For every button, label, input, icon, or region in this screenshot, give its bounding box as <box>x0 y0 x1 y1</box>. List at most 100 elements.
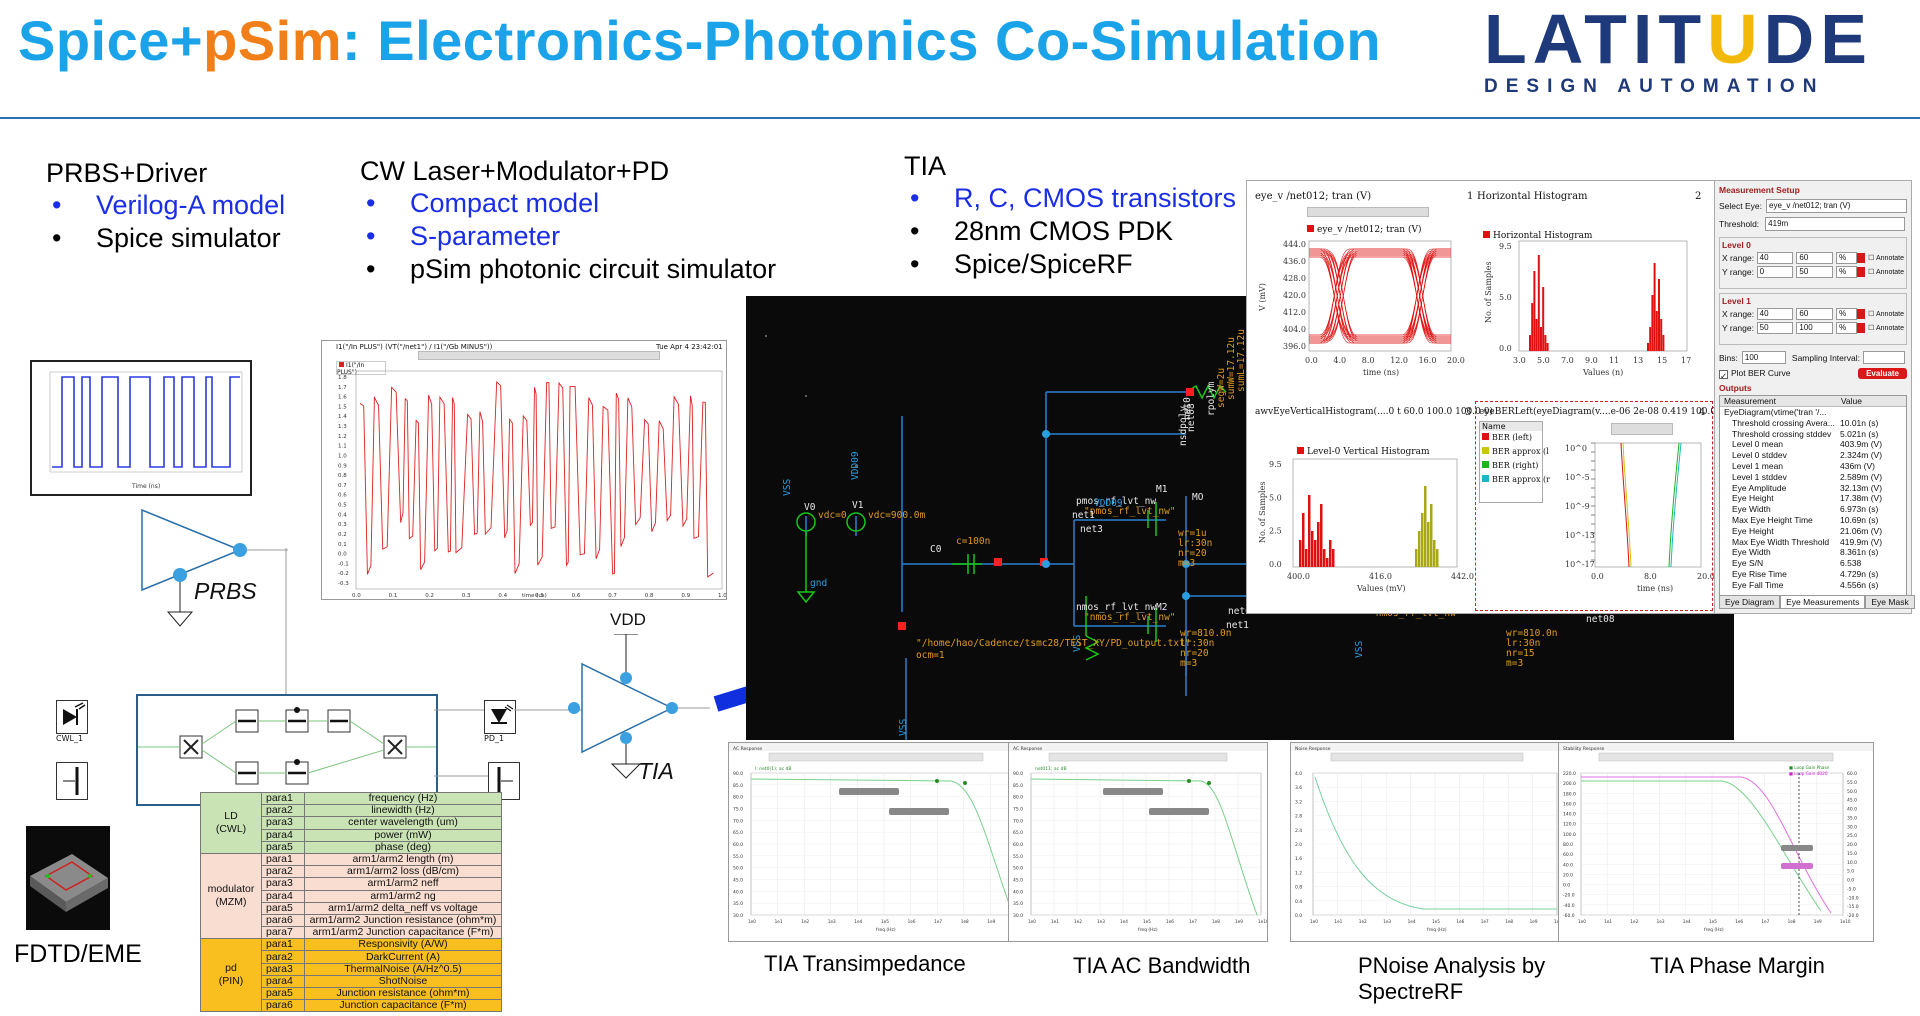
unit-dropdown-icon[interactable] <box>1857 253 1866 263</box>
xtick-label: 1e7 <box>1481 919 1489 924</box>
hh-title: Horizontal Histogram <box>1477 191 1588 202</box>
ber-ytick: 10^-9 <box>1565 502 1590 511</box>
xtick-label: 1e6 <box>1735 919 1743 924</box>
measurement-row[interactable]: EyeDiagram(vtime('tran '/... <box>1724 407 1827 417</box>
select-eye-dropdown[interactable]: eye_v /net012; tran (V) <box>1766 199 1907 213</box>
param-desc: Junction capacitance (F*m) <box>304 999 502 1013</box>
annotate-checkbox[interactable]: ☐ Annotate <box>1868 325 1905 332</box>
annotate-checkbox[interactable]: ☐ Annotate <box>1868 311 1905 318</box>
sampling-input[interactable] <box>1862 351 1905 364</box>
ytick-label: 20.0 <box>1563 872 1573 878</box>
cwl-label: CWL_1 <box>56 734 84 743</box>
range-input[interactable]: 50 <box>1796 266 1834 278</box>
hh-bar <box>1529 335 1531 351</box>
ytick-label: 65.0 <box>1013 830 1023 836</box>
tab-eye-mask[interactable]: Eye Mask <box>1865 595 1915 609</box>
panel-num-2: 2 <box>1695 191 1702 202</box>
schematic-label: net3 <box>1080 524 1103 535</box>
epam-icon <box>56 762 88 800</box>
logo-sub-text: DESIGN AUTOMATION <box>1484 76 1825 97</box>
unit-select[interactable]: % <box>1836 266 1858 278</box>
range-input[interactable]: 0 <box>1756 266 1794 278</box>
bullet-item: •28nm CMOS PDK <box>910 216 1174 246</box>
unit-select[interactable]: % <box>1836 308 1858 320</box>
range-input[interactable]: 40 <box>1756 308 1794 320</box>
ytick-label: 75.0 <box>1013 807 1023 813</box>
hh-bar <box>1660 319 1663 351</box>
vh-ytick: 0.0 <box>1269 560 1282 569</box>
tab-eye-diagram[interactable]: Eye Diagram <box>1719 595 1781 609</box>
bullet-item: •pSim photonic circuit simulator <box>366 254 777 284</box>
param-key: para5 <box>261 901 305 915</box>
unit-dropdown-icon[interactable] <box>1857 323 1866 333</box>
range-input[interactable]: 50 <box>1756 322 1794 334</box>
param-desc: arm1/arm2 length (m) <box>304 852 502 867</box>
plot-ber-checkbox[interactable]: ✓ <box>1719 369 1728 381</box>
laser-title: CW Laser+Modulator+PD <box>360 156 670 186</box>
unit-select[interactable]: % <box>1836 322 1858 334</box>
schematic-label: M2 <box>1156 602 1167 613</box>
range-input[interactable]: 100 <box>1796 322 1834 334</box>
threshold-input[interactable]: 419m <box>1765 217 1906 231</box>
unit-dropdown-icon[interactable] <box>1857 309 1866 319</box>
pd-icon <box>484 700 516 734</box>
bins-input[interactable]: 100 <box>1741 351 1786 364</box>
unit-select[interactable]: % <box>1836 252 1858 264</box>
marker-dot <box>1187 779 1191 783</box>
schematic-label: vdc=0 <box>818 510 847 521</box>
prbs-buffer-svg <box>141 508 288 627</box>
param-key: para5 <box>261 986 305 1001</box>
select-eye-row: Select Eye: eye_v /net012; tran (V) <box>1715 197 1911 215</box>
ytick-label: -0.1 <box>338 561 349 567</box>
hh-bar <box>1537 255 1540 351</box>
range-input[interactable]: 60 <box>1796 308 1834 320</box>
waveform-scrollbar[interactable] <box>418 351 660 360</box>
xtick-label: 1e6 <box>1456 919 1464 924</box>
xtick-label: 1e4 <box>1683 919 1691 924</box>
measurement-row[interactable]: Threshold crossing Avera...10.01n (s) <box>1732 417 1879 428</box>
hh-bar <box>1655 311 1658 351</box>
annotate-checkbox[interactable]: ☐ Annotate <box>1868 255 1905 262</box>
ytick-label: 140.0 <box>1563 812 1576 818</box>
bullet-item: •Spice/SpiceRF <box>910 249 1133 279</box>
eye-ytick: 412.0 <box>1283 308 1306 317</box>
range-input[interactable]: 40 <box>1756 252 1794 264</box>
ytick-label: 0.0 <box>338 552 347 558</box>
param-key: para4 <box>261 889 305 903</box>
range-input[interactable]: 60 <box>1796 252 1834 264</box>
xtick-label: 0.4 <box>498 593 507 599</box>
annotate-checkbox[interactable]: ☐ Annotate <box>1868 269 1905 276</box>
eye-xtick: 20.0 <box>1447 356 1465 365</box>
eye-scrollbar[interactable] <box>1307 207 1429 217</box>
ber-curve <box>1620 442 1630 568</box>
tab-eye-measurements[interactable]: Eye Measurements <box>1780 595 1866 609</box>
plot-title: AC Response <box>1013 746 1042 752</box>
ber-scrollbar[interactable] <box>1611 423 1673 435</box>
ytick-label: 160.0 <box>1563 801 1576 807</box>
ber-row: ✓Plot BER Curve Evaluate <box>1715 366 1911 381</box>
hh-bar <box>1544 335 1547 351</box>
param-desc: Junction resistance (ohm*m) <box>304 986 502 1001</box>
schematic-label: VDD09 <box>1094 498 1123 509</box>
evaluate-button[interactable]: Evaluate <box>1858 368 1907 379</box>
xtick-label: 0.0 <box>352 593 361 599</box>
unit-dropdown-icon[interactable] <box>1857 267 1866 277</box>
prbs-bullets: •Verilog-A model•Spice simulator <box>46 189 285 255</box>
ytick-label: 35.0 <box>1013 901 1023 907</box>
